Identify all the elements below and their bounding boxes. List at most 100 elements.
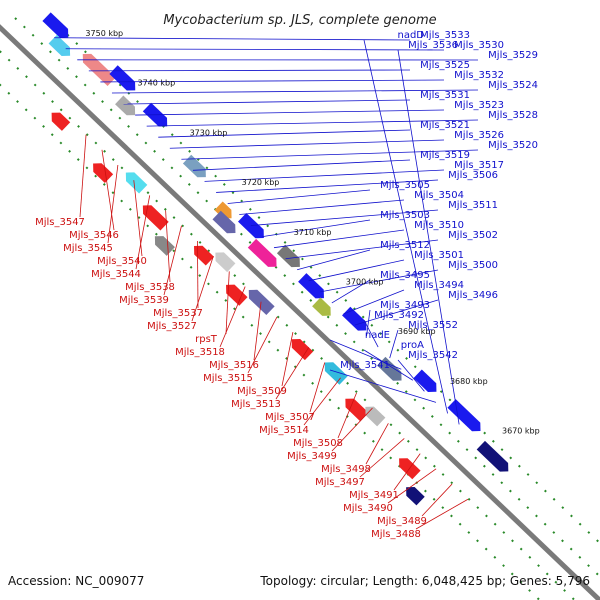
leader-line: [181, 149, 479, 160]
gene-label-reverse: Mjls_3491: [349, 490, 399, 501]
gene-arrow: [247, 238, 277, 267]
gene-label-forward: Mjls_3523: [454, 100, 504, 111]
gene-label-forward: Mjls_3541: [340, 360, 390, 371]
map-title: Mycobacterium sp. JLS, complete genome: [163, 13, 436, 28]
gene-label-forward: Mjls_3530: [454, 40, 504, 51]
gene-arrow: [406, 487, 425, 506]
gene-label-reverse: Mjls_3514: [259, 425, 309, 436]
leader-line: [397, 359, 425, 392]
leader-line: [216, 179, 439, 193]
gene-arrow: [125, 172, 148, 194]
label-leader-lines: [54, 37, 479, 530]
gene-label-reverse: Mjls_3513: [231, 399, 281, 410]
kbp-label: 3680 kbp: [450, 377, 488, 386]
gene-label-forward: Mjls_3494: [414, 280, 464, 291]
leader-line: [275, 347, 310, 400]
forward-gene-labels: Mjls_3533Mjls_3530Mjls_3529Mjls_3525Mjls…: [340, 30, 538, 371]
gene-arrow: [142, 205, 169, 231]
gene-label-forward: Mjls_3526: [454, 130, 504, 141]
leader-line: [363, 319, 379, 348]
leader-line: [366, 309, 371, 337]
gene-label-forward: Mjls_3521: [420, 120, 470, 131]
gene-arrow: [365, 406, 386, 427]
gene-arrow: [51, 112, 71, 131]
gene-label-forward: Mjls_3552: [408, 320, 458, 331]
gene-arrow: [182, 154, 206, 178]
gene-label-reverse: Mjls_3544: [91, 269, 141, 280]
kbp-label: 3670 kbp: [502, 427, 540, 436]
gene-arrow: [109, 65, 136, 91]
gene-label-reverse: Mjls_3516: [209, 360, 259, 371]
reverse-gene-labels: Mjls_3547Mjls_3546Mjls_3545Mjls_3540Mjls…: [35, 217, 427, 540]
gene-label-reverse: Mjls_3509: [237, 386, 287, 397]
leader-line: [397, 49, 460, 425]
leader-line: [343, 289, 405, 315]
gene-arrow: [377, 356, 402, 381]
gene-label-reverse: Mjls_3545: [63, 243, 113, 254]
gene-label-reverse: Mjls_3547: [35, 217, 85, 228]
gene-arrow: [42, 12, 69, 38]
gene-label-forward: nadD: [397, 30, 424, 41]
gene-label-forward: Mjls_3531: [420, 90, 470, 101]
gene-label-forward: Mjls_3532: [454, 70, 504, 81]
leader-line: [163, 225, 182, 296]
gene-arrow: [276, 244, 300, 268]
leader-line: [197, 240, 199, 309]
gene-label-reverse: Mjls_3498: [321, 464, 371, 475]
kbp-label: 3690 kbp: [398, 327, 436, 336]
gene-arrow: [399, 458, 421, 480]
gene-label-reverse: Mjls_3538: [125, 282, 175, 293]
gene-arrow: [291, 339, 314, 361]
genome-summary-text: Topology: circular; Length: 6,048,425 bp…: [259, 574, 590, 588]
gene-arrow: [298, 273, 324, 299]
leader-line: [100, 79, 445, 83]
gene-label-forward: Mjls_3525: [420, 60, 470, 71]
gene-arrow: [48, 34, 71, 56]
gene-arrow: [345, 398, 369, 422]
leader-line: [65, 48, 445, 51]
leader-line: [329, 369, 437, 403]
gene-label-forward: Mjls_3504: [414, 190, 464, 201]
gene-arrow: [115, 95, 136, 116]
leader-line: [79, 134, 87, 218]
gene-label-forward: Mjls_3492: [374, 310, 424, 321]
gene-label-reverse: Mjls_3527: [147, 321, 197, 332]
leader-line: [54, 37, 411, 41]
leader-line: [169, 139, 445, 149]
gene-label-forward: Mjls_3533: [420, 30, 470, 41]
leader-line: [101, 149, 115, 231]
gene-label-reverse: Mjls_3508: [293, 438, 343, 449]
gene-arrow: [312, 297, 331, 316]
gene-label-forward: Mjls_3496: [448, 290, 498, 301]
leader-line: [135, 195, 151, 270]
gene-arrow: [215, 252, 236, 273]
gene-label-forward: Mjls_3529: [488, 50, 538, 61]
gene-label-reverse: Mjls_3540: [97, 256, 147, 267]
gene-label-reverse: Mjls_3497: [315, 477, 365, 488]
leader-line: [389, 329, 399, 359]
gene-label-forward: Mjls_3520: [488, 140, 538, 151]
gene-label-forward: Mjls_3502: [448, 230, 498, 241]
gene-label-reverse: Mjls_3537: [153, 308, 203, 319]
gene-label-forward: Mjls_3500: [448, 260, 498, 271]
leader-line: [320, 269, 439, 293]
leader-line: [192, 159, 411, 171]
gene-label-reverse: Mjls_3546: [69, 230, 119, 241]
gene-arrow: [82, 53, 116, 87]
leader-line: [225, 271, 230, 335]
gene-label-reverse: Mjls_3489: [377, 516, 427, 527]
gene-arrow: [248, 289, 275, 316]
genome-backbone: [0, 24, 600, 600]
kbp-label: 3750 kbp: [85, 29, 123, 38]
gene-label-reverse: Mjls_3490: [343, 503, 393, 514]
gene-arrow: [476, 440, 509, 472]
leader-line: [309, 362, 326, 413]
leader-line: [123, 99, 411, 105]
gene-arrow: [93, 163, 114, 183]
kbp-label: 3700 kbp: [346, 277, 384, 286]
leader-line: [227, 189, 371, 204]
tick-dot-line: [14, 17, 600, 578]
leader-line: [393, 453, 421, 491]
